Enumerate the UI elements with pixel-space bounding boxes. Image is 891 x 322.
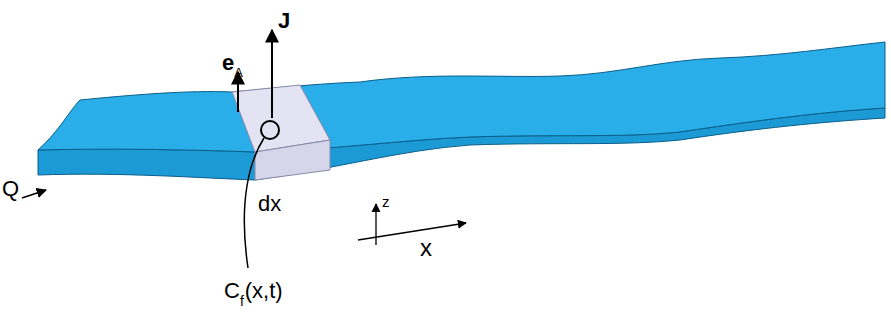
x-axis bbox=[358, 223, 466, 240]
concentration-subscript: f bbox=[240, 294, 244, 308]
concentration-args: (x,t) bbox=[245, 280, 283, 302]
normal-subscript: A bbox=[234, 66, 243, 79]
discharge-arrow bbox=[22, 190, 46, 198]
slice-width-label: dx bbox=[258, 193, 281, 215]
slice-front bbox=[255, 140, 330, 180]
z-axis bbox=[375, 204, 376, 245]
point-circle bbox=[261, 121, 279, 139]
flux-arrow bbox=[271, 30, 273, 118]
z-axis-label: z bbox=[382, 194, 390, 209]
normal-vector-label: e bbox=[222, 52, 234, 74]
x-axis-label: x bbox=[420, 236, 432, 260]
channel-top-face bbox=[38, 42, 885, 152]
discharge-label: Q bbox=[2, 178, 19, 200]
flux-label: J bbox=[278, 10, 290, 32]
concentration-label: C bbox=[224, 280, 240, 302]
